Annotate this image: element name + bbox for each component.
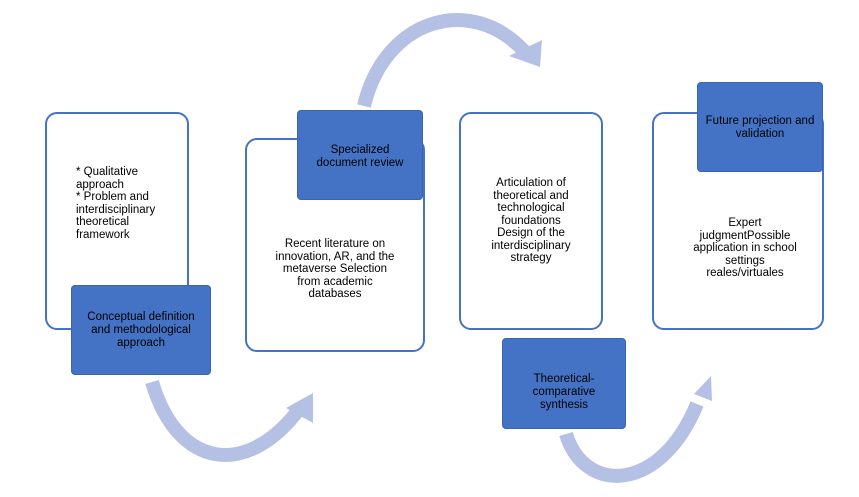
stage-4-label: Future projection and validation: [697, 82, 823, 172]
stage-3-label: Theoretical-comparative synthesis: [502, 338, 626, 429]
stage-3-content: Articulation of theoretical and technolo…: [491, 177, 571, 264]
stage-2-content: Recent literature on innovation, AR, and…: [275, 238, 395, 300]
stage-1-label: Conceptual definition and methodological…: [71, 285, 211, 375]
arrow-stage3-to-stage4: [559, 401, 704, 483]
stage-1-content: * Qualitative approach * Problem and int…: [76, 166, 156, 241]
arrow-stage2-to-stage3: [357, 13, 531, 108]
arrow-head-1: [286, 393, 313, 423]
stage-3-box: [459, 112, 603, 330]
arrow-head-3: [694, 376, 712, 401]
arrow-stage1-to-stage2: [145, 379, 306, 462]
stage-4-content: Expert judgmentPossible application in s…: [693, 217, 797, 279]
stage-2-label: Specialized document review: [297, 110, 423, 200]
arrow-head-2: [509, 40, 542, 67]
